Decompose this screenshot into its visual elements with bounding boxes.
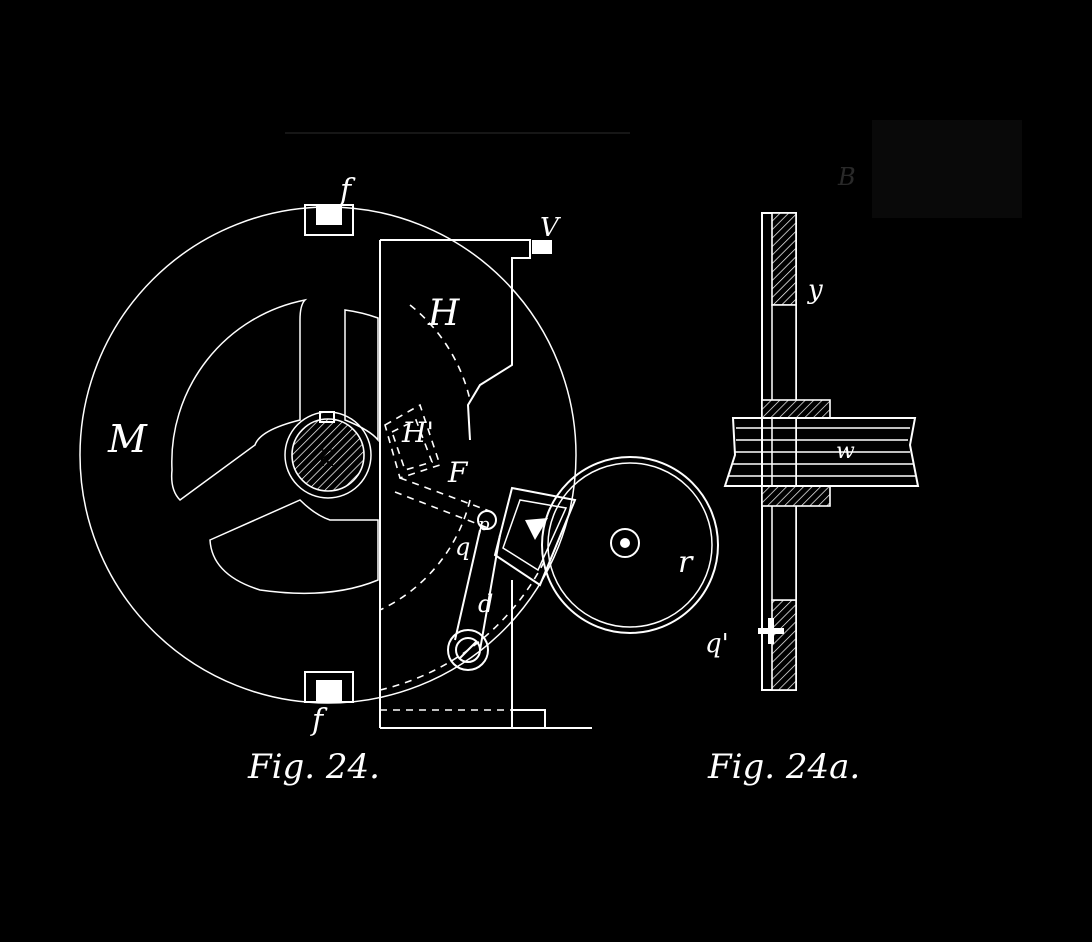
background-label-b: B — [837, 163, 856, 191]
label-d: d — [478, 590, 493, 618]
label-q: q — [455, 533, 470, 561]
crank-assembly — [447, 486, 577, 671]
wheel-opening-bottom — [209, 499, 379, 595]
label-p: p — [478, 514, 490, 535]
label-h: H — [427, 293, 460, 334]
crank-pin — [477, 510, 497, 530]
arm-f-upper — [399, 477, 493, 513]
label-f: F — [447, 456, 469, 489]
shaft-k — [291, 418, 365, 492]
label-y: y — [807, 275, 823, 305]
pawl-inner — [391, 418, 434, 471]
figure-24: M H H' F K f f V q d p r Fig. 24. — [79, 173, 719, 787]
section-bottom-hatch — [771, 599, 797, 691]
clamp-bottom-fill — [316, 680, 342, 702]
slide-block — [493, 486, 577, 587]
section-top-hatch — [771, 212, 797, 306]
pawl-mechanism — [384, 403, 493, 529]
wheel-rim-hidden-outer — [379, 559, 546, 691]
crank-arm-left — [454, 529, 481, 641]
hub-lower-hatch — [761, 485, 831, 507]
wheel-r-axle — [620, 538, 630, 548]
wheel-m — [79, 204, 577, 704]
wheel-opening-right — [344, 309, 379, 443]
crank-boss — [447, 629, 489, 671]
caption-fig-24a: Fig. 24a. — [707, 747, 860, 787]
label-f-bottom: f — [310, 703, 328, 738]
pulley-grooves — [728, 427, 916, 477]
wheel-opening-left — [170, 298, 308, 501]
background-block — [872, 120, 1022, 218]
wheel-rim-hidden — [409, 304, 471, 401]
wheel-r-inner — [547, 462, 713, 628]
wheel-rim-hidden-lower — [379, 499, 471, 611]
scan-artifacts: B — [285, 120, 1022, 218]
slide-block-marker — [525, 518, 548, 540]
frame-h — [379, 239, 592, 729]
hub-key — [319, 411, 335, 423]
wheel-r-hub — [610, 528, 640, 558]
label-q-prime: q' — [705, 629, 729, 659]
crank-arm-right — [479, 534, 501, 651]
label-h-prime: H' — [401, 416, 434, 449]
hub-upper-hatch — [761, 399, 831, 419]
clamp-v — [532, 240, 552, 254]
label-r: r — [678, 545, 694, 580]
wheel-r-outer — [541, 456, 719, 634]
clamp-top-fill — [316, 205, 342, 225]
label-v: V — [540, 213, 561, 243]
figure-24a: y w q' Fig. 24a. — [705, 212, 920, 787]
label-w: w — [836, 439, 855, 464]
crank-hub — [455, 637, 481, 663]
crank-hub-slot — [459, 641, 477, 659]
label-k: K — [317, 447, 336, 472]
pawl-h-prime — [384, 403, 442, 480]
frame-outline-upper — [380, 239, 531, 441]
label-f-top: f — [338, 173, 356, 208]
pulley-w — [723, 417, 920, 487]
wheel-r — [541, 456, 719, 634]
pin-q-prime-head — [768, 618, 774, 644]
arm-f-lower — [394, 491, 489, 529]
label-m: M — [107, 417, 148, 461]
base-foot — [511, 709, 546, 729]
caption-fig-24: Fig. 24. — [247, 747, 380, 787]
